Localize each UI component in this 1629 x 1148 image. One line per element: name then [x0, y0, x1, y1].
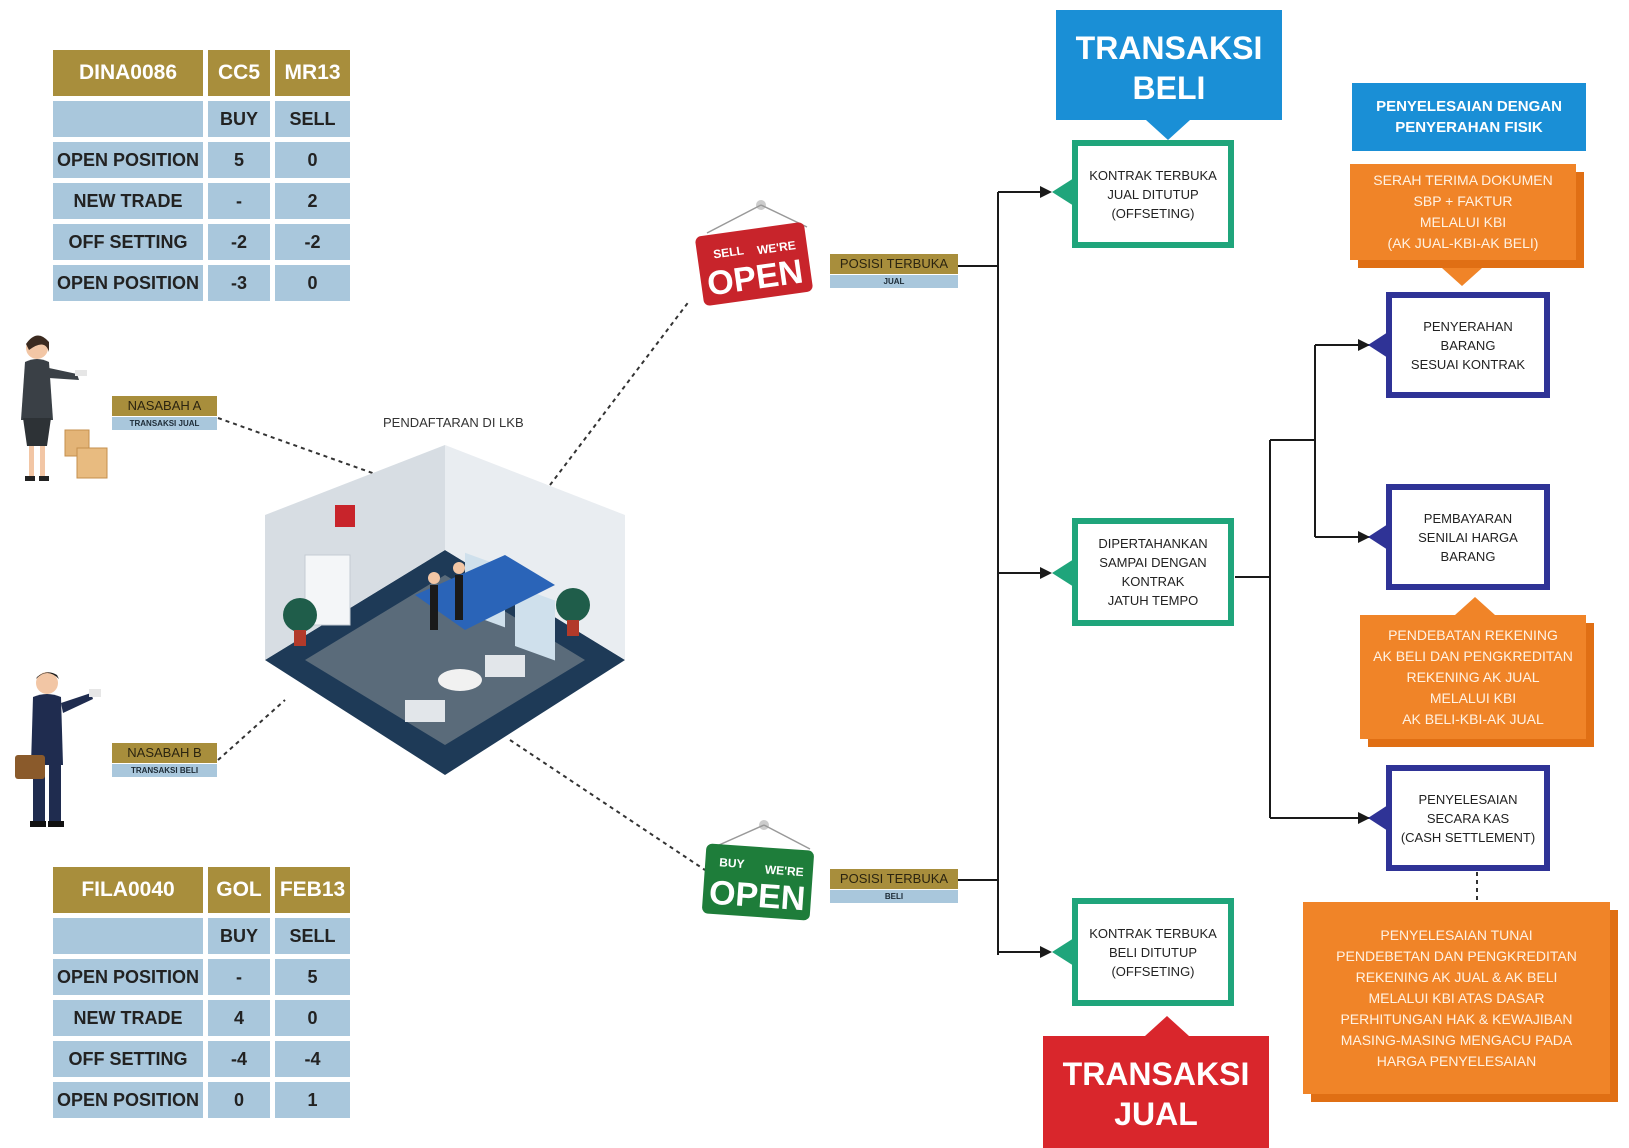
buy-sign-corner: BUY — [719, 855, 745, 871]
purple-box-cash-settlement: PENYELESAIAN SECARA KAS (CASH SETTLEMENT… — [1386, 765, 1550, 871]
buy-open-sign: BUY WE'RE OPEN — [702, 820, 814, 921]
arrow-mid-icon — [1040, 567, 1052, 579]
table-a-commodity: CC5 — [208, 50, 270, 96]
purple-box-penyerahan-barang: PENYERAHAN BARANG SESUAI KONTRAK — [1386, 292, 1550, 398]
table-a-month: MR13 — [275, 50, 350, 96]
position-table-b: FILA0040 GOL FEB13 BUY SELL OPEN POSITIO… — [48, 862, 355, 1123]
table-row: OFF SETTING -4 -4 — [53, 1041, 350, 1077]
buy-sign-open: OPEN — [708, 874, 807, 919]
arrow-top-icon — [1040, 186, 1052, 198]
dotted-link-sell-sign — [549, 299, 691, 486]
green-box-offset-beli: KONTRAK TERBUKA BELI DITUTUP (OFFSETING) — [1072, 898, 1234, 1006]
table-row: OPEN POSITION -3 0 — [53, 265, 350, 301]
table-row: NEW TRADE - 2 — [53, 183, 350, 219]
nasabah-b-sub: TRANSAKSI BELI — [112, 764, 217, 777]
transaksi-jual-line2: JUAL — [1114, 1096, 1198, 1132]
businesswoman-icon — [21, 335, 108, 481]
penyelesaian-fisik-header: PENYELESAIAN DENGAN PENYERAHAN FISIK — [1352, 83, 1586, 151]
table-row: NEW TRADE 4 0 — [53, 1000, 350, 1036]
posisi-jual-sub: JUAL — [830, 275, 958, 288]
green-box-jatuh-tempo: DIPERTAHANKAN SAMPAI DENGAN KONTRAK JATU… — [1072, 518, 1234, 626]
transaksi-jual-pointer — [1145, 1016, 1189, 1036]
table-row: BUY SELL — [53, 101, 350, 137]
transaksi-jual-line1: TRANSAKSI — [1062, 1056, 1250, 1092]
nasabah-b-label: NASABAH B — [112, 743, 217, 763]
transaksi-beli-pointer — [1146, 120, 1190, 140]
posisi-beli-sub: BELI — [830, 890, 958, 903]
table-row: OPEN POSITION 0 1 — [53, 1082, 350, 1118]
office-room-illustration — [265, 445, 625, 775]
green-box-offset-jual: KONTRAK TERBUKA JUAL DITUTUP (OFFSETING) — [1072, 140, 1234, 248]
table-b-account: FILA0040 — [53, 867, 203, 913]
position-table-a: DINA0086 CC5 MR13 BUY SELL OPEN POSITION… — [48, 45, 355, 306]
dotted-link-nasabah-a — [217, 417, 393, 481]
sell-sign-were: WE'RE — [756, 238, 796, 257]
table-b-commodity: GOL — [208, 867, 270, 913]
businessman-icon — [15, 672, 101, 827]
orange-box-penyelesaian-tunai: PENYELESAIAN TUNAI PENDEBETAN DAN PENGKR… — [1303, 902, 1610, 1094]
sell-open-sign: SELL WE'RE OPEN — [695, 200, 813, 306]
table-row: OPEN POSITION - 5 — [53, 959, 350, 995]
transaksi-jual-banner: TRANSAKSI JUAL — [1043, 1036, 1269, 1148]
posisi-jual-label: POSISI TERBUKA — [830, 254, 958, 274]
transaksi-beli-line2: BELI — [1132, 70, 1206, 106]
table-a-account: DINA0086 — [53, 50, 203, 96]
table-row: BUY SELL — [53, 918, 350, 954]
table-row: OFF SETTING -2 -2 — [53, 224, 350, 260]
arrow-bottom-icon — [1040, 946, 1052, 958]
nasabah-a-label: NASABAH A — [112, 396, 217, 416]
purple-box-pembayaran: PEMBAYARAN SENILAI HARGA BARANG — [1386, 484, 1550, 590]
dotted-link-buy-sign — [509, 739, 706, 871]
table-row: OPEN POSITION 5 0 — [53, 142, 350, 178]
sell-sign-corner: SELL — [712, 243, 744, 261]
transaksi-beli-banner: TRANSAKSI BELI — [1056, 10, 1282, 120]
buy-sign-were: WE'RE — [764, 862, 804, 879]
orange-box-serah-terima: SERAH TERIMA DOKUMEN SBP + FAKTUR MELALU… — [1350, 164, 1576, 260]
center-label: PENDAFTARAN DI LKB — [383, 415, 524, 430]
transaksi-beli-line1: TRANSAKSI — [1075, 30, 1263, 66]
nasabah-a-sub: TRANSAKSI JUAL — [112, 417, 217, 430]
dotted-link-nasabah-b — [217, 699, 286, 761]
posisi-beli-label: POSISI TERBUKA — [830, 869, 958, 889]
orange-box-pendebatan: PENDEBATAN REKENING AK BELI DAN PENGKRED… — [1360, 615, 1586, 739]
table-b-month: FEB13 — [275, 867, 350, 913]
